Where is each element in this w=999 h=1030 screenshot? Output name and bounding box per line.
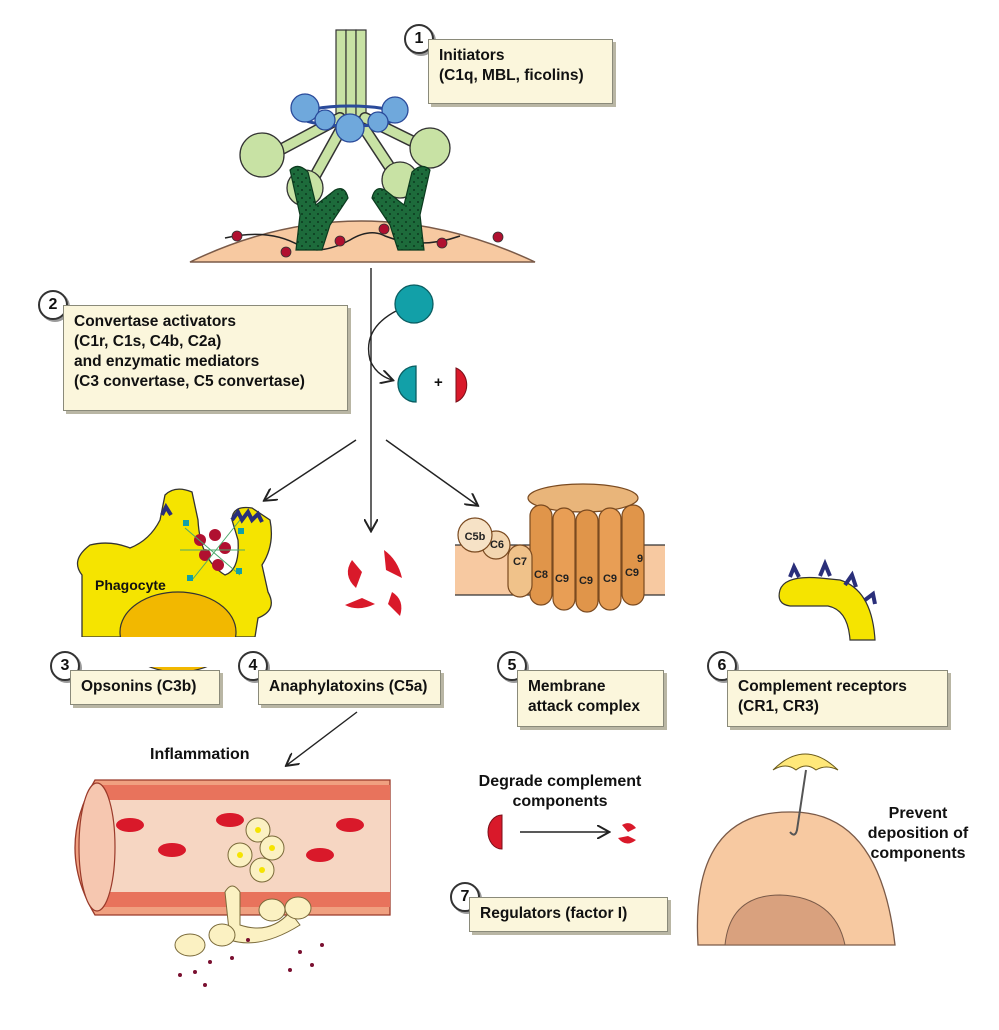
membrane-attack-complex bbox=[455, 483, 665, 613]
initiators-detail: (C1q, MBL, ficolins) bbox=[439, 67, 584, 84]
regulators-box: Regulators (factor I) bbox=[469, 897, 668, 932]
anaphylatoxins-box: Anaphylatoxins (C5a) bbox=[258, 670, 441, 705]
degrade-line: components bbox=[512, 793, 608, 810]
mac-label: C6 bbox=[490, 539, 504, 551]
mac-title: attack complex bbox=[528, 698, 640, 715]
complement-receptor-illustration bbox=[778, 558, 877, 641]
mac-label: C5b bbox=[465, 531, 486, 543]
anaphylatoxin-fragments bbox=[345, 550, 402, 616]
receptors-detail: (CR1, CR3) bbox=[738, 698, 819, 715]
opsonins-box: Opsonins (C3b) bbox=[70, 670, 220, 705]
degrade-line: Degrade complement bbox=[478, 773, 642, 790]
phagocyte-label: Phagocyte bbox=[95, 577, 166, 593]
prevent-label: Prevent deposition of components bbox=[848, 804, 988, 864]
mac-label: C8 bbox=[534, 569, 548, 581]
convertase-line: (C1r, C1s, C4b, C2a) bbox=[74, 333, 222, 350]
phagocyte-illustration bbox=[70, 488, 280, 673]
degrade-label: Degrade complement components bbox=[455, 772, 665, 812]
prevent-line: deposition of bbox=[867, 825, 969, 842]
mac-label: C9 bbox=[625, 567, 639, 579]
initiators-title: Initiators bbox=[439, 47, 505, 64]
anaphylatoxins-title: Anaphylatoxins (C5a) bbox=[269, 678, 428, 695]
degrade-illustration bbox=[487, 814, 636, 850]
convertase-box: Convertase activators (C1r, C1s, C4b, C2… bbox=[63, 305, 348, 411]
mac-label: C9 bbox=[603, 573, 617, 585]
mac-label: C7 bbox=[513, 556, 527, 568]
inflammation-label: Inflammation bbox=[150, 746, 250, 763]
receptors-box: Complement receptors (CR1, CR3) bbox=[727, 670, 948, 727]
convertase-line: Convertase activators bbox=[74, 313, 236, 330]
opsonins-title: Opsonins (C3b) bbox=[81, 678, 197, 695]
cascade-arrows bbox=[265, 268, 608, 832]
prevent-line: components bbox=[870, 845, 966, 862]
step-number: 4 bbox=[238, 651, 268, 681]
mac-box: Membrane attack complex bbox=[517, 670, 664, 727]
convertase-line: and enzymatic mediators bbox=[74, 353, 260, 370]
plus-sign: + bbox=[434, 374, 443, 391]
mac-label: 9 bbox=[637, 553, 643, 565]
mac-label: C9 bbox=[555, 573, 569, 585]
opsonized-antigen-cluster bbox=[180, 519, 245, 581]
prevent-deposition-illustration bbox=[696, 753, 896, 946]
initiator-c1q-illustration bbox=[189, 29, 536, 263]
blood-vessel-illustration bbox=[74, 779, 391, 987]
initiators-box: Initiators (C1q, MBL, ficolins) bbox=[428, 39, 613, 104]
prevent-line: Prevent bbox=[888, 805, 948, 822]
convertase-cleavage-illustration bbox=[394, 284, 468, 403]
mac-label: C9 bbox=[579, 575, 593, 587]
receptors-title: Complement receptors bbox=[738, 678, 907, 695]
convertase-line: (C3 convertase, C5 convertase) bbox=[74, 373, 305, 390]
mac-title: Membrane bbox=[528, 678, 606, 695]
regulators-title: Regulators (factor I) bbox=[480, 905, 628, 922]
